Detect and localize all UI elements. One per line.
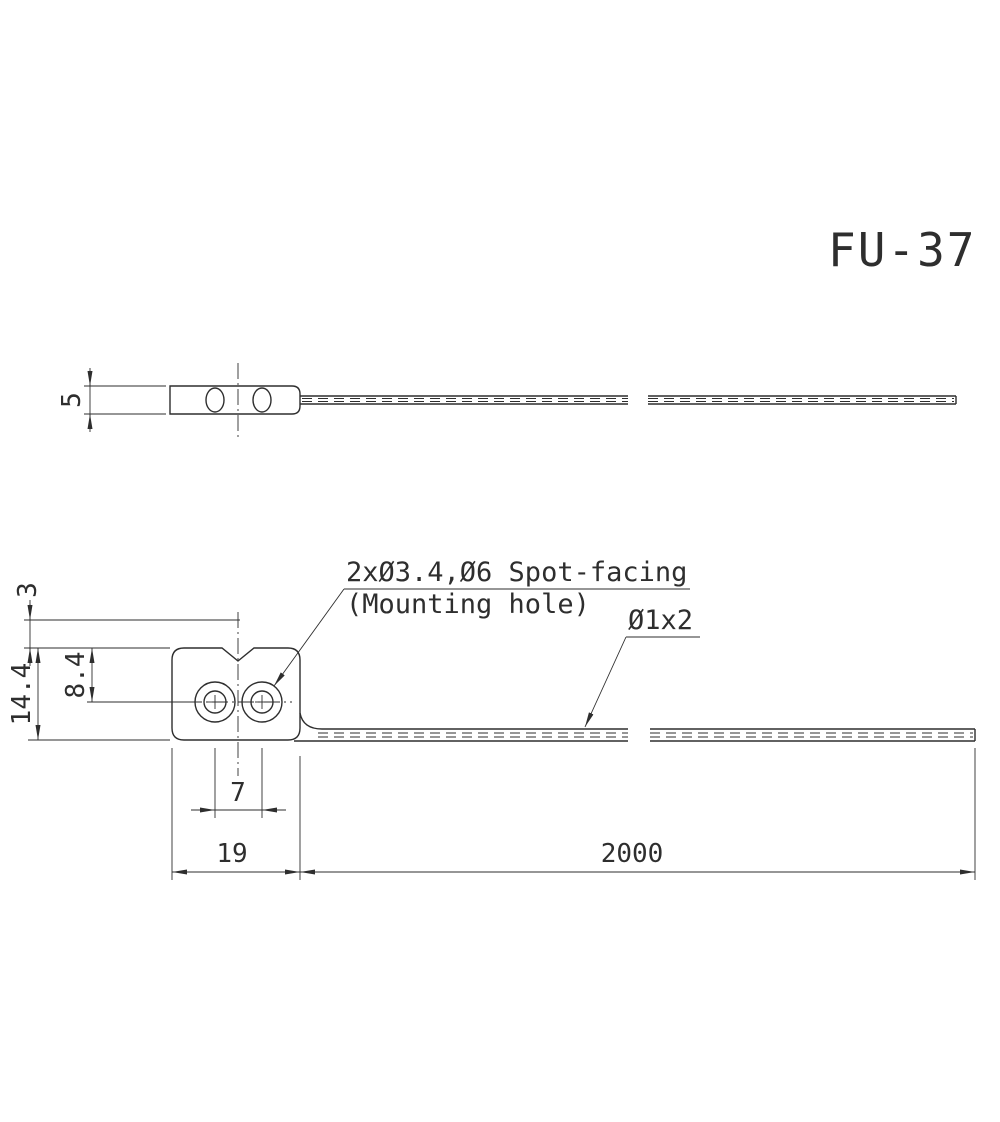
note-cable-spec-text: Ø1x2	[628, 605, 693, 636]
dimension-head-width-label: 19	[216, 839, 247, 869]
dimension-notch-offset: 3	[13, 582, 240, 666]
part-number-title: FU-37	[828, 223, 976, 277]
top-view-hole-2	[252, 387, 272, 413]
dimension-thickness: 5	[57, 368, 166, 432]
top-view-head-outline	[169, 385, 301, 415]
dimension-hole-offset-label: 8.4	[61, 652, 91, 699]
note-mounting-hole: 2xØ3.4,Ø6 Spot-facing (Mounting hole)	[273, 557, 690, 687]
note-spot-facing-text: 2xØ3.4,Ø6 Spot-facing	[346, 557, 687, 588]
top-view-cable-right	[648, 395, 957, 405]
dimension-cable-length: 2000	[300, 748, 976, 880]
front-view-cable-right	[650, 728, 976, 742]
dimension-hole-pitch: 7	[191, 748, 286, 818]
front-view-head-outline	[171, 647, 301, 741]
dimension-head-height-label: 14.4	[7, 663, 37, 726]
dimension-hole-pitch-label: 7	[230, 778, 246, 808]
dimension-hole-offset: 8.4	[61, 648, 193, 703]
front-view: 3 14.4 8.4 7 19	[7, 557, 976, 880]
dimension-notch-offset-label: 3	[13, 582, 43, 598]
dimension-head-height: 14.4	[7, 648, 170, 741]
top-view: 5	[57, 363, 957, 437]
dimension-thickness-label: 5	[57, 392, 87, 408]
top-view-hole-1	[205, 387, 225, 413]
note-cable-spec: Ø1x2	[584, 605, 700, 728]
front-view-cable-left	[294, 712, 628, 742]
note-mounting-hole-text: (Mounting hole)	[346, 589, 590, 620]
dimension-head-width: 19	[171, 748, 301, 880]
top-view-cable-left	[300, 395, 628, 405]
dimension-cable-length-label: 2000	[601, 839, 664, 869]
